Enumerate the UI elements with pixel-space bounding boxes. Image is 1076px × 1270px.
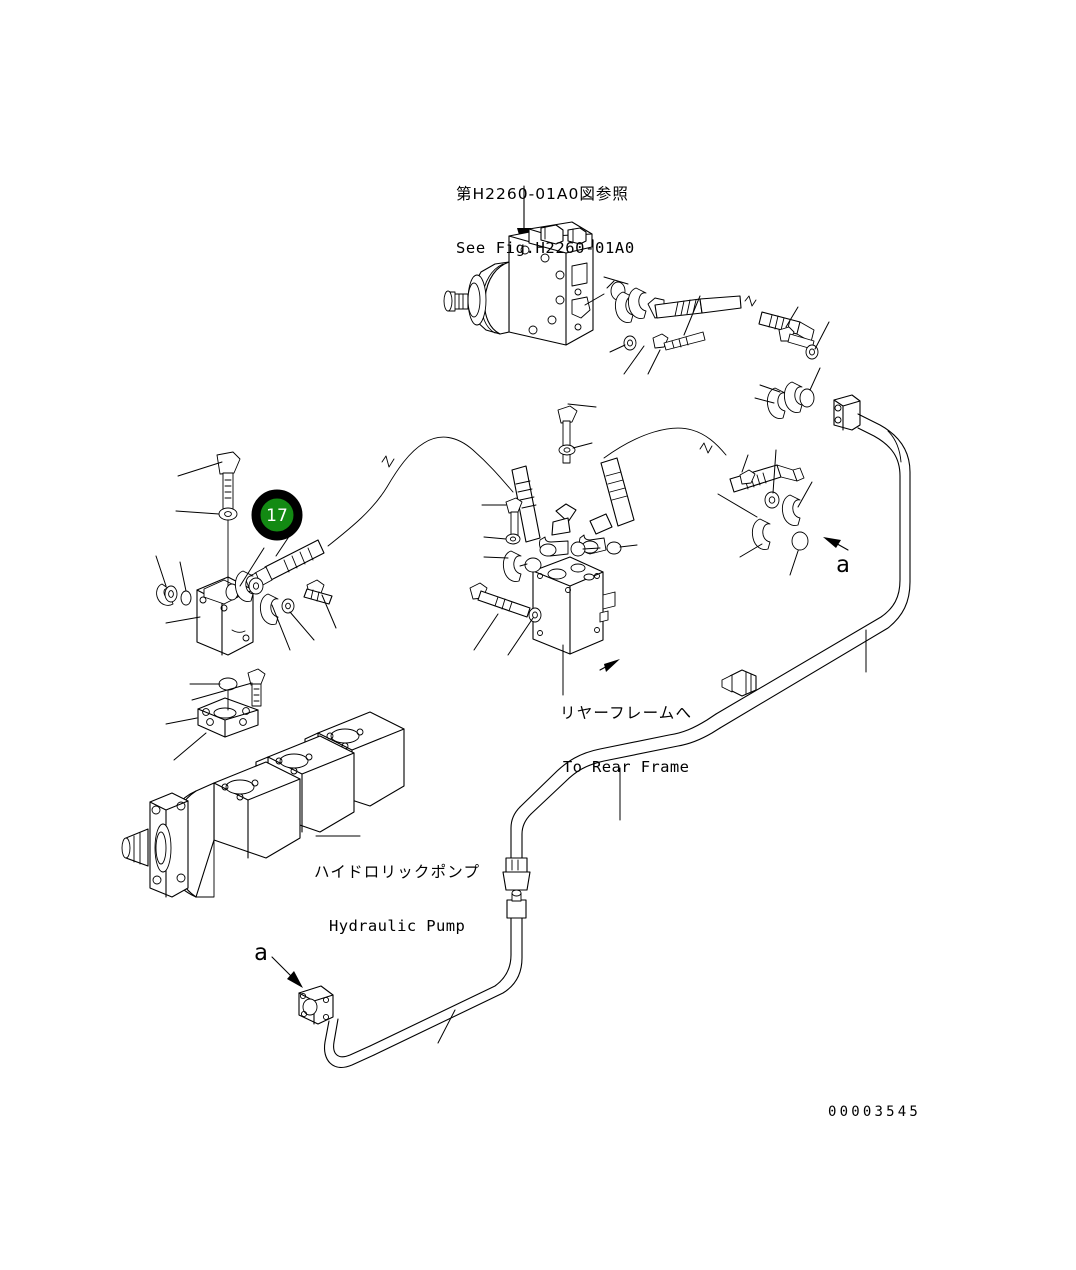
section-marker-right: a xyxy=(836,552,850,578)
drawing-number: 00003545 xyxy=(828,1104,922,1120)
to-rear-frame-label-en: To Rear Frame xyxy=(562,758,690,777)
see-figure-label: 第H2260-01A0図参照 See Fig.H2260-01A0 xyxy=(456,148,635,294)
hydraulic-pump-label-en: Hydraulic Pump xyxy=(328,917,466,936)
to-rear-frame-label-jp: リヤーフレームへ xyxy=(560,703,693,722)
center-manifold-block xyxy=(470,404,637,695)
motor-port-hardware xyxy=(585,277,860,430)
hydraulic-pump-label: ハイドロリックポンプ Hydraulic Pump xyxy=(314,826,480,972)
hydraulic-motor-assembly xyxy=(444,222,593,345)
tube-right-vertical xyxy=(716,414,910,728)
hose-left-to-center xyxy=(328,437,513,546)
section-marker-left: a xyxy=(254,940,268,966)
callout-17-number: 17 xyxy=(266,506,288,526)
left-manifold-block xyxy=(156,452,336,760)
hose-center-to-right xyxy=(604,428,812,557)
tube-lower-horizontal xyxy=(272,957,455,1067)
to-rear-frame-label: リヤーフレームへ To Rear Frame xyxy=(560,667,692,813)
callout-17[interactable]: 17 xyxy=(256,494,298,536)
see-figure-label-jp: 第H2260-01A0図参照 xyxy=(456,184,629,203)
see-figure-label-en: See Fig.H2260-01A0 xyxy=(456,239,635,258)
gear-pump-assembly xyxy=(122,712,404,897)
tube-center-drop xyxy=(370,670,756,1055)
hydraulic-pump-label-jp: ハイドロリックポンプ xyxy=(314,862,481,881)
